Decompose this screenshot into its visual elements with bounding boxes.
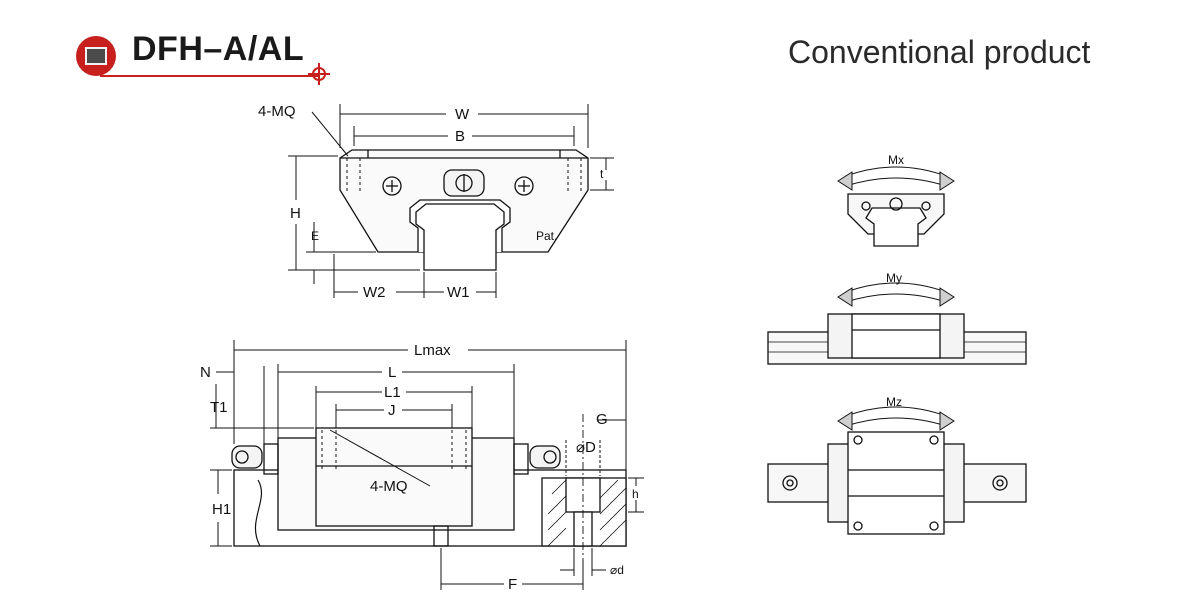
moment-view-mz: Mz [767,395,1027,535]
model-title: DFH–A/AL [132,30,305,68]
label-h: H [290,205,301,222]
front-view: Pat. W B 4-MQ H E t [258,103,614,301]
label-g: G [596,411,608,428]
label-my: My [886,271,902,285]
label-t1: T1 [210,399,228,416]
label-d-small: ⌀d [610,563,624,577]
label-b: B [455,128,465,145]
label-l: L [388,364,396,381]
label-lmax: Lmax [414,342,451,359]
label-t: t [600,167,604,181]
label-mx: Mx [888,153,904,167]
moment-view-mx: Mx [837,153,955,247]
label-pat: Pat. [536,229,557,243]
logo-inner [85,47,107,65]
moment-view-my: My [767,271,1027,365]
crosshair-icon [308,63,330,85]
label-h1: H1 [212,501,231,518]
label-l1: L1 [384,384,401,401]
side-view: Lmax N L L1 J T1 H1 4-MQ [200,340,644,593]
label-n: N [200,364,211,381]
label-f: F [508,576,517,593]
title-underline [100,75,318,77]
rail-block-logo-icon [76,36,116,76]
label-h-small: h [632,487,639,501]
label-4mq-side: 4-MQ [370,478,408,495]
label-mz: Mz [886,395,902,409]
label-j: J [388,402,396,419]
label-w1: W1 [447,284,470,301]
label-d-big: ⌀D [576,439,596,456]
page-subtitle: Conventional product [788,34,1091,70]
label-e: E [311,229,319,243]
label-w2: W2 [363,284,386,301]
label-w: W [455,106,470,123]
label-4mq-front: 4-MQ [258,103,296,120]
